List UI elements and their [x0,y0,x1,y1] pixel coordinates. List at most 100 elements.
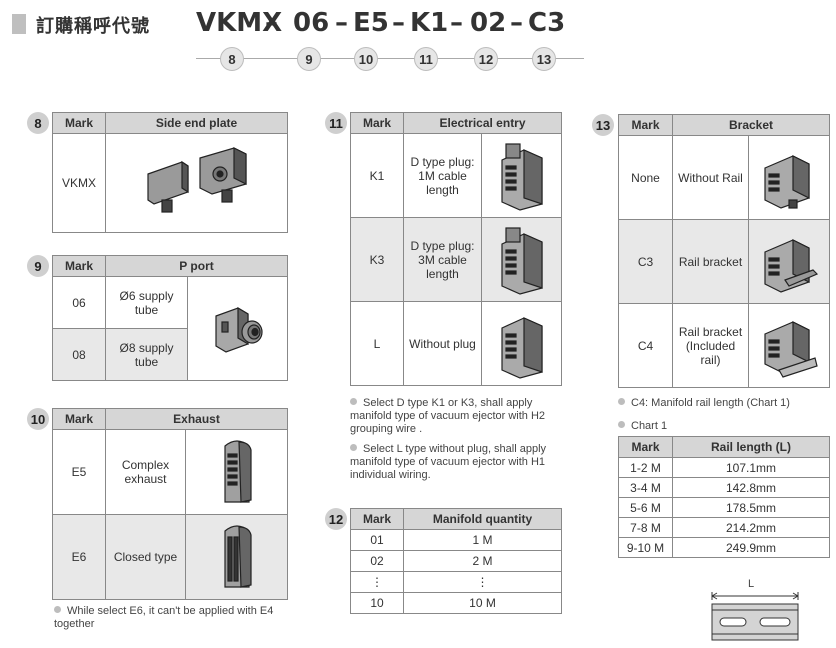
mark-cell: 10 [350,592,404,614]
qty-cell: 2 M [403,550,562,572]
col-header-mark: Mark [52,255,106,277]
desc-cell: Without plug [403,301,482,386]
mark-cell: K1 [350,133,404,218]
closed-type-image [185,514,288,600]
bracket-note: C4: Manifold rail length (Chart 1) [618,397,833,410]
electrical-note-2-text: Select L type without plug, shall apply … [350,443,547,481]
code-circle-12: 12 [474,47,498,71]
page-title: 訂購稱呼代號 [36,16,150,36]
col-header-manifold-quantity: Manifold quantity [403,508,562,530]
model-part-exhaust: E5 [353,8,389,38]
model-dash: – [450,8,463,38]
length-cell: 214.2mm [672,517,830,538]
mark-cell: None [618,135,673,220]
desc-cell: Ø6 supply tube [105,276,188,329]
mark-cell: C3 [618,219,673,304]
length-cell: 142.8mm [672,477,830,498]
qty-cell: 10 M [403,592,562,614]
desc-cell: Complex exhaust [105,429,186,515]
without-plug-image [480,301,563,386]
col-header-mark: Mark [350,508,404,530]
col-header-mark: Mark [52,112,106,134]
bullet-icon [350,398,357,405]
col-header-bracket: Bracket [672,114,830,136]
length-cell: 249.9mm [672,537,830,558]
rail-drawing [711,592,799,641]
desc-cell: Rail bracket [672,219,749,304]
mark-cell: E5 [52,429,106,515]
desc-cell: Without Rail [672,135,749,220]
model-part-series: VKMX [196,8,283,38]
rail-diagram: L [708,578,802,642]
chart1-label: Chart 1 [618,420,667,433]
mark-cell: 02 [350,550,404,572]
electrical-note-2: Select L type without plug, shall apply … [350,443,565,482]
model-dash: – [265,8,278,38]
mark-cell: 01 [350,529,404,551]
model-dash: – [510,8,523,38]
desc-cell: Ø8 supply tube [105,328,188,381]
mark-cell: VKMX [52,133,106,233]
col-header-mark: Mark [618,114,673,136]
d-plug-3m-image [480,217,563,302]
code-circle-9: 9 [297,47,321,71]
p-port-image [186,276,289,381]
col-header-mark: Mark [618,436,673,458]
code-line [196,58,584,59]
bullet-icon [54,606,61,613]
mark-cell: E6 [52,514,106,600]
code-circle-10: 10 [354,47,378,71]
complex-exhaust-image [185,429,288,515]
mark-cell: 5-6 M [618,497,673,518]
desc-cell: D type plug: 1M cable length [403,133,482,218]
rail-bracket-included-rail-image [748,303,830,388]
section-number-9: 9 [27,255,49,277]
mark-cell: 3-4 M [618,477,673,498]
chart1-label-text: Chart 1 [631,420,668,432]
col-header-mark: Mark [350,112,404,134]
rail-length-label: L [748,578,755,590]
without-rail-image [748,135,830,220]
model-dash: – [392,8,405,38]
model-part-quantity: 02 [470,8,507,38]
model-part-pport: 06 [293,8,330,38]
desc-cell: Rail bracket (Included rail) [672,303,749,388]
desc-cell: D type plug: 3M cable length [403,217,482,302]
col-header-exhaust: Exhaust [105,408,288,430]
mark-cell: L [350,301,404,386]
exhaust-note: While select E6, it can't be applied wit… [54,605,294,631]
code-circle-11: 11 [414,47,438,71]
header-marker [12,14,26,34]
col-header-mark: Mark [52,408,106,430]
rail-bracket-image [748,219,830,304]
mark-cell: 9-10 M [618,537,673,558]
mark-cell: 08 [52,328,106,381]
bullet-icon [618,398,625,405]
model-dash: – [335,8,348,38]
section-number-13: 13 [592,114,614,136]
col-header-p-port: P port [104,255,289,277]
bracket-note-text: C4: Manifold rail length (Chart 1) [631,397,790,409]
col-header-electrical-entry: Electrical entry [402,112,563,134]
bullet-icon [618,421,625,428]
side-end-plate-image [105,133,288,233]
mark-cell: 1-2 M [618,457,673,478]
mark-cell: 06 [52,276,106,329]
model-part-bracket: C3 [528,8,566,38]
mark-cell: ⋮ [350,571,404,593]
col-header-rail-length: Rail length (L) [672,436,830,458]
section-number-8: 8 [27,112,49,134]
length-cell: 107.1mm [672,457,830,478]
code-circle-8: 8 [220,47,244,71]
mark-cell: K3 [350,217,404,302]
qty-cell: 1 M [403,529,562,551]
mark-cell: C4 [618,303,673,388]
mark-cell: 7-8 M [618,517,673,538]
section-number-10: 10 [27,408,49,430]
desc-cell: Closed type [105,514,186,600]
